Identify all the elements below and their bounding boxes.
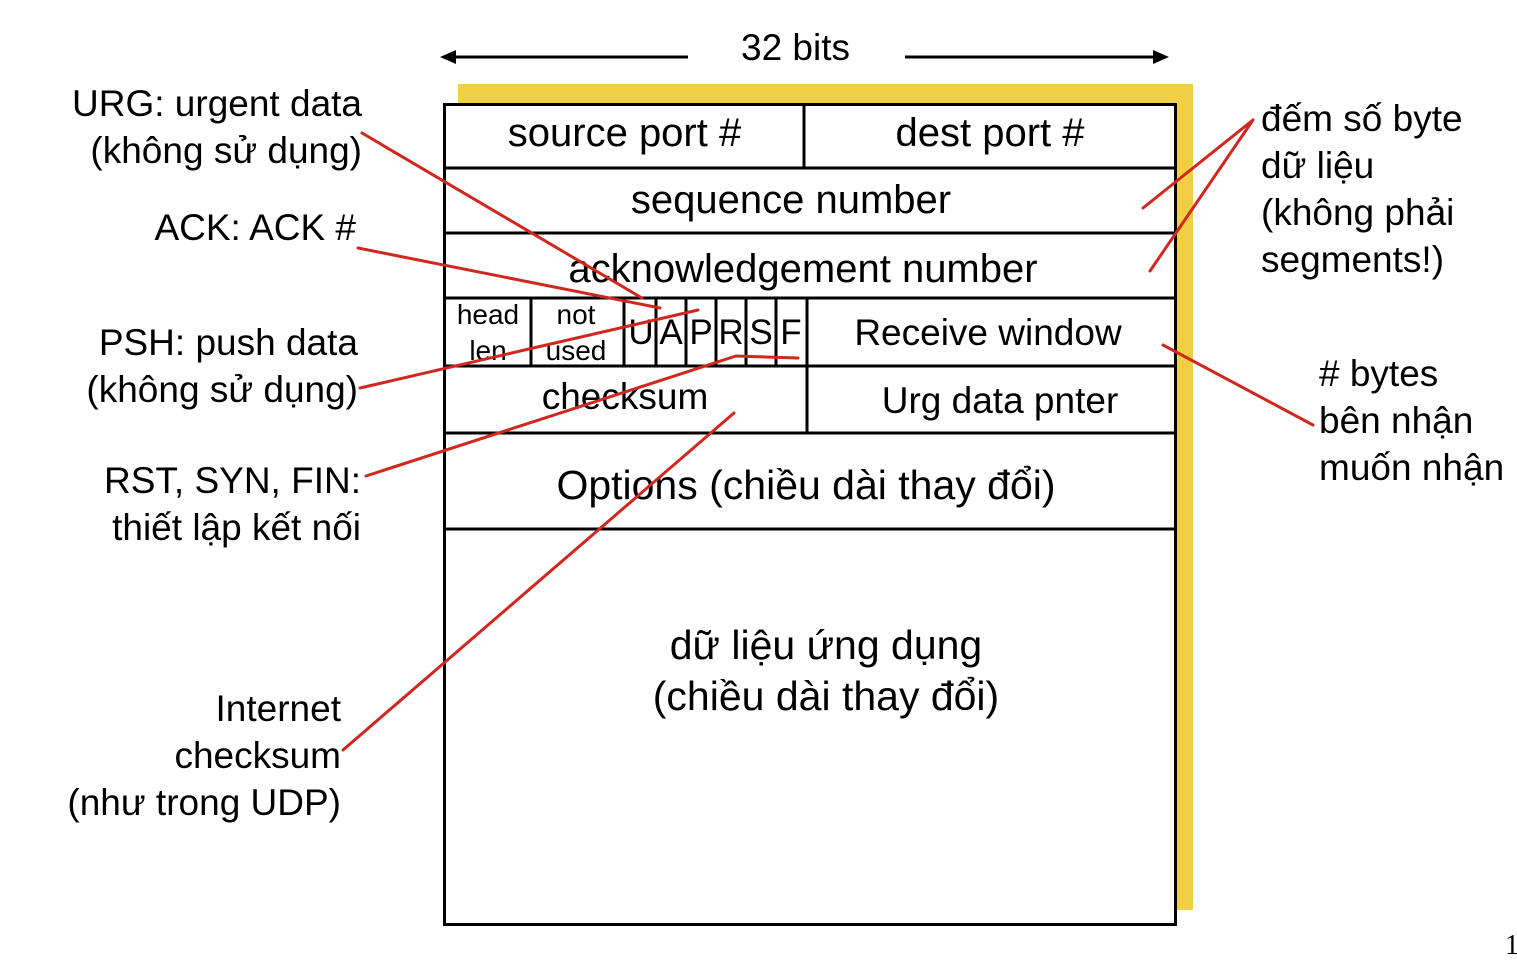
annotation-checksum-line2: checksum xyxy=(174,735,341,776)
width-arrows xyxy=(440,50,1169,64)
pointer-checksum xyxy=(341,411,736,752)
annotation-byte-count: đếm số byte dữ liệu (không phải segments… xyxy=(1261,95,1511,283)
annotation-byte-count-line4: segments!) xyxy=(1261,239,1445,280)
annotation-rst-syn-fin-line1: RST, SYN, FIN: xyxy=(104,460,361,501)
annotation-rcv-bytes-line3: muốn nhận xyxy=(1319,447,1505,488)
flag-psh: P xyxy=(689,313,713,352)
width-label: 32 bits xyxy=(741,27,851,68)
pointer-rst-syn-fin xyxy=(364,354,800,478)
annotation-checksum: Internet checksum (như trong UDP) xyxy=(0,685,341,826)
field-ack-number: acknowledgement number xyxy=(568,247,1038,291)
annotation-byte-count-line3: (không phải xyxy=(1261,192,1455,233)
segment-grid xyxy=(443,103,1177,531)
annotation-byte-count-line2: dữ liệu xyxy=(1261,145,1375,186)
flag-ack: A xyxy=(659,313,683,352)
flag-fin: F xyxy=(780,313,802,352)
field-sequence-number: sequence number xyxy=(630,178,952,222)
field-not-used-line1: not xyxy=(556,299,596,330)
field-not-used-line2: used xyxy=(545,335,607,366)
annotation-rcv-bytes: # bytes bên nhận muốn nhận xyxy=(1319,350,1515,491)
annotation-rcv-bytes-line1: # bytes xyxy=(1319,353,1439,394)
pointer-ack-bytes xyxy=(1148,118,1255,273)
pointer-receive-window xyxy=(1161,343,1315,427)
flag-syn: S xyxy=(749,313,773,352)
pointer-lines xyxy=(341,118,1315,752)
annotation-rst-syn-fin: RST, SYN, FIN: thiết lập kết nối xyxy=(0,457,361,551)
tcp-segment xyxy=(443,103,1177,926)
pointer-psh xyxy=(358,308,700,390)
flag-rst: R xyxy=(718,313,744,352)
annotation-checksum-line1: Internet xyxy=(215,688,341,729)
annotation-psh-line2: (không sử dụng) xyxy=(86,369,358,410)
width-arrow-left-head xyxy=(440,50,456,64)
annotation-rcv-bytes-line2: bên nhận xyxy=(1319,400,1474,441)
field-app-data-line1: dữ liệu ứng dụng xyxy=(669,622,983,668)
field-app-data-line2: (chiều dài thay đổi) xyxy=(652,673,1000,719)
pointer-seq-bytes xyxy=(1141,118,1255,210)
annotation-psh-line1: PSH: push data xyxy=(98,322,358,363)
field-head-len-line1: head xyxy=(456,299,520,330)
annotation-urg-line1: URG: urgent data xyxy=(72,83,362,124)
pointer-ack xyxy=(356,246,662,310)
annotation-ack-line1: ACK: ACK # xyxy=(154,207,356,248)
field-source-port: source port # xyxy=(507,111,742,155)
annotation-psh: PSH: push data (không sử dụng) xyxy=(0,319,358,413)
annotation-rst-syn-fin-line2: thiết lập kết nối xyxy=(112,507,361,548)
field-dest-port: dest port # xyxy=(895,111,1085,155)
annotation-byte-count-line1: đếm số byte xyxy=(1261,98,1463,139)
annotation-ack: ACK: ACK # xyxy=(0,204,356,251)
field-receive-window: Receive window xyxy=(854,312,1122,353)
page-number: 1 xyxy=(1505,930,1517,961)
annotation-checksum-line3: (như trong UDP) xyxy=(67,782,341,823)
field-options: Options (chiều dài thay đổi) xyxy=(556,462,1056,508)
width-arrow-right-head xyxy=(1153,50,1169,64)
field-urg-pointer: Urg data pnter xyxy=(881,380,1119,421)
annotation-urg-line2: (không sử dụng) xyxy=(90,130,362,171)
pointer-urg xyxy=(360,131,644,300)
annotation-urg: URG: urgent data (không sử dụng) xyxy=(0,80,362,174)
